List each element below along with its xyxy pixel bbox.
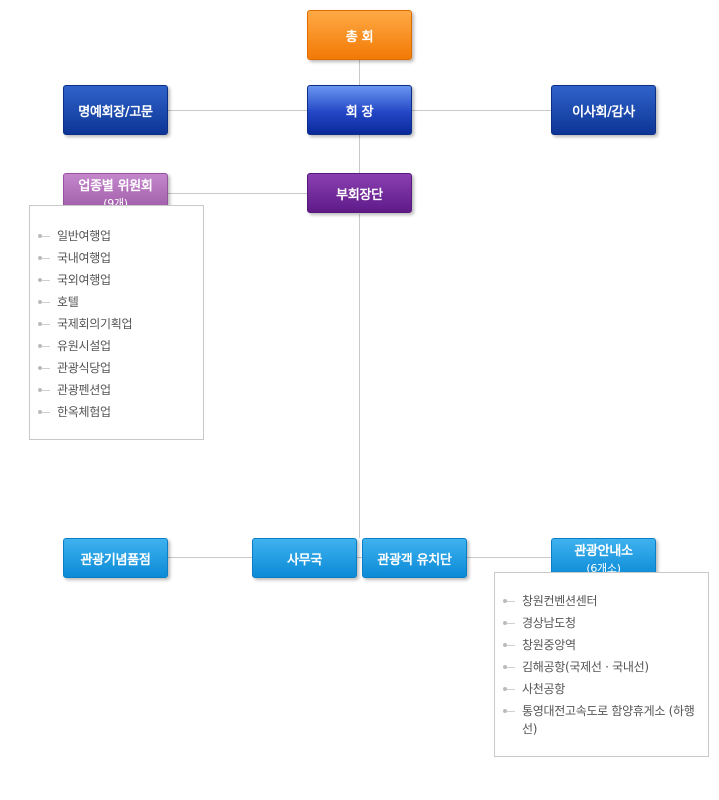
list-item: 창원중앙역 [495, 634, 708, 656]
bullet-icon [38, 322, 42, 326]
board-label: 이사회/감사 [572, 104, 635, 120]
honorary-box: 명예회장/고문 [63, 85, 168, 135]
info-center-title: 관광안내소 [574, 544, 633, 559]
attraction-team-box: 관광객 유치단 [362, 538, 467, 578]
dash-icon [507, 623, 515, 624]
list-item: 사천공항 [495, 678, 708, 700]
bullet-icon [38, 234, 42, 238]
committee-list: 일반여행업 국내여행업 국외여행업 호텔 국제회의기획업 유원시설업 관광식당업… [30, 225, 203, 423]
bullet-icon [38, 256, 42, 260]
connector-horizontal-bottom [168, 557, 552, 558]
connector-vice-committee [168, 193, 308, 194]
dash-icon [42, 368, 50, 369]
dash-icon [42, 324, 50, 325]
souvenir-shop-label: 관광기념품점 [80, 552, 151, 568]
list-item: 국외여행업 [30, 269, 203, 291]
bullet-icon [38, 278, 42, 282]
connector-vertical-top [359, 60, 360, 86]
attraction-team-label: 관광객 유치단 [377, 552, 452, 568]
dash-icon [42, 280, 50, 281]
honorary-label: 명예회장/고문 [78, 104, 153, 120]
souvenir-shop-box: 관광기념품점 [63, 538, 168, 578]
chairman-label: 회 장 [345, 104, 374, 120]
bullet-icon [503, 709, 507, 713]
dash-icon [42, 346, 50, 347]
vice-chairs-label: 부회장단 [336, 187, 383, 203]
secretariat-label: 사무국 [287, 552, 322, 568]
info-center-list: 창원컨벤션센터 경상남도청 창원중앙역 김해공항(국제선 · 국내선) 사천공항… [495, 590, 708, 740]
list-item: 국제회의기획업 [30, 313, 203, 335]
bullet-icon [503, 621, 507, 625]
dash-icon [507, 689, 515, 690]
list-item: 창원컨벤션센터 [495, 590, 708, 612]
dash-icon [42, 302, 50, 303]
info-center-box: 관광안내소 (6개소) [551, 538, 656, 578]
connector-vertical-chairman-vice [359, 135, 360, 173]
dash-icon [507, 601, 515, 602]
general-assembly-label: 총 회 [345, 29, 374, 45]
bullet-icon [38, 366, 42, 370]
bullet-icon [503, 599, 507, 603]
info-center-count: (6개소) [586, 562, 621, 575]
dash-icon [507, 645, 515, 646]
list-item: 경상남도청 [495, 612, 708, 634]
general-assembly-box: 총 회 [307, 10, 412, 60]
bullet-icon [38, 300, 42, 304]
list-item: 한옥체험업 [30, 401, 203, 423]
list-item: 국내여행업 [30, 247, 203, 269]
dash-icon [42, 412, 50, 413]
secretariat-box: 사무국 [252, 538, 357, 578]
vice-chairs-box: 부회장단 [307, 173, 412, 213]
dash-icon [507, 667, 515, 668]
board-box: 이사회/감사 [551, 85, 656, 135]
list-item: 김해공항(국제선 · 국내선) [495, 656, 708, 678]
bullet-icon [38, 410, 42, 414]
list-item: 통영대전고속도로 함양휴게소 (하행선) [495, 700, 708, 740]
bullet-icon [503, 665, 507, 669]
dash-icon [507, 711, 515, 712]
dash-icon [42, 236, 50, 237]
bullet-icon [503, 687, 507, 691]
dash-icon [42, 258, 50, 259]
committee-title: 업종별 위원회 [78, 179, 153, 194]
info-center-list-panel: 창원컨벤션센터 경상남도청 창원중앙역 김해공항(국제선 · 국내선) 사천공항… [494, 572, 709, 757]
list-item: 관광식당업 [30, 357, 203, 379]
list-item: 관광펜션업 [30, 379, 203, 401]
list-item: 유원시설업 [30, 335, 203, 357]
bullet-icon [38, 344, 42, 348]
connector-vertical-main [359, 214, 360, 538]
bullet-icon [38, 388, 42, 392]
dash-icon [42, 390, 50, 391]
bullet-icon [503, 643, 507, 647]
chairman-box: 회 장 [307, 85, 412, 135]
committee-list-panel: 일반여행업 국내여행업 국외여행업 호텔 국제회의기획업 유원시설업 관광식당업… [29, 205, 204, 440]
list-item: 호텔 [30, 291, 203, 313]
list-item: 일반여행업 [30, 225, 203, 247]
